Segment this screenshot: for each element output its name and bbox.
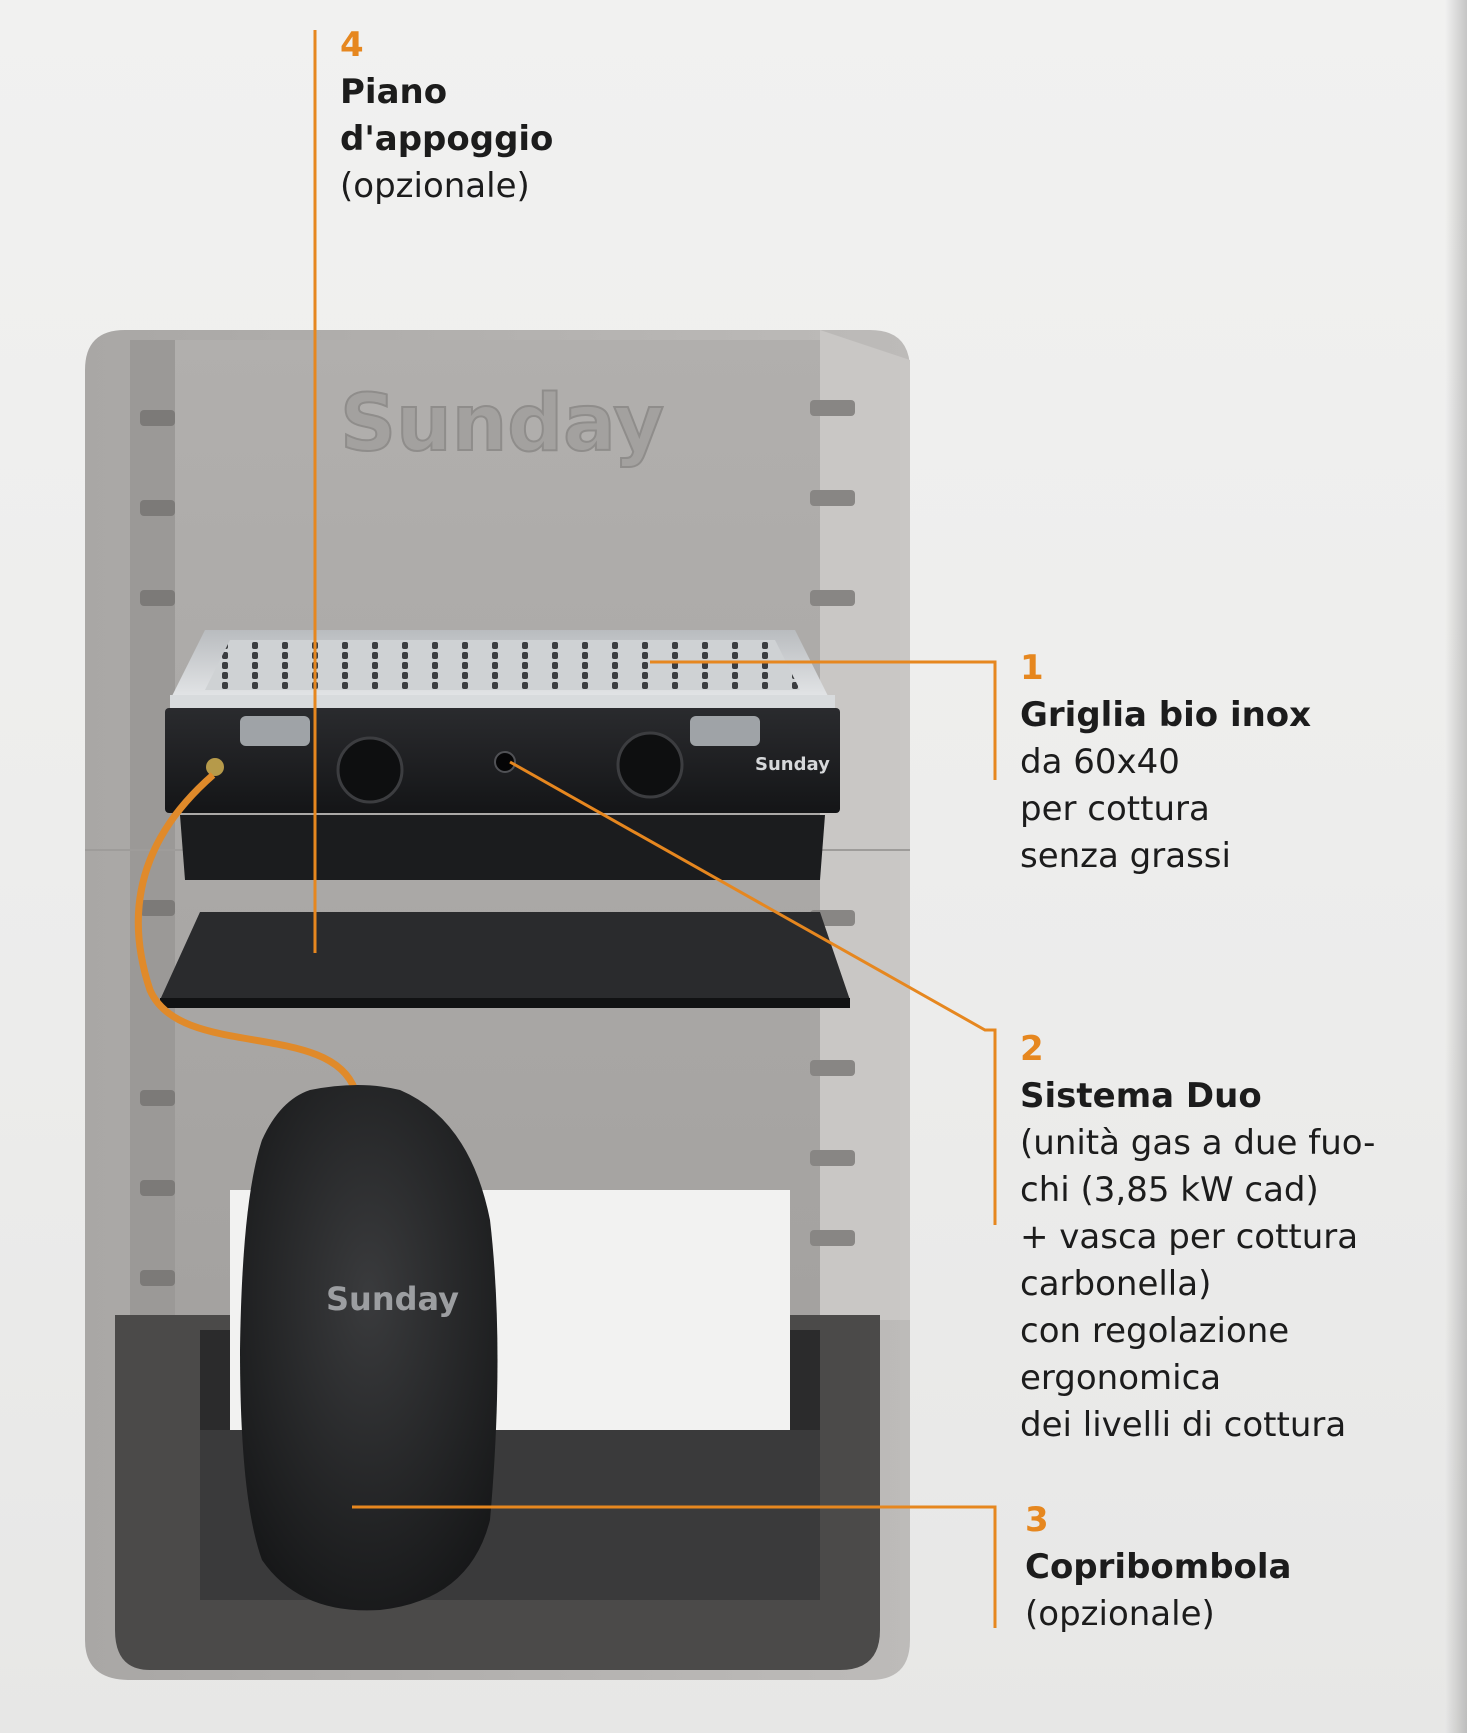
callout-text: per cottura <box>1020 789 1210 829</box>
callout-title: Piano <box>340 72 448 112</box>
cylinder-cover-bag <box>240 1085 498 1611</box>
callout-title: Copribombola <box>1025 1547 1292 1587</box>
callout-title: Sistema Duo <box>1020 1076 1262 1116</box>
callout-text: da 60x40 <box>1020 742 1180 782</box>
gas-hose <box>134 772 359 1092</box>
callout-title: Griglia bio inox <box>1020 695 1312 735</box>
wall-logo: Sunday <box>340 379 664 469</box>
right-rail-slots <box>810 400 855 1246</box>
gas-connector <box>206 758 224 776</box>
right-handle <box>690 716 760 746</box>
leader-line-1 <box>650 660 997 780</box>
callout-title: d'appoggio <box>340 119 554 159</box>
leader-line-2 <box>509 760 997 1225</box>
callout-text: con regolazione <box>1020 1311 1290 1351</box>
leader-line-3 <box>352 1505 997 1628</box>
callout-duo-system: 2 Sistema Duo (unità gas a due fuo- chi … <box>1020 1026 1375 1449</box>
left-rail-slots <box>140 410 175 1286</box>
callout-cylinder-cover: 3 Copribombola (opzionale) <box>1025 1497 1292 1638</box>
support-shelf <box>160 912 850 1000</box>
callout-text: (opzionale) <box>1025 1594 1215 1634</box>
callout-text: carbonella) <box>1020 1264 1212 1304</box>
callout-text: (opzionale) <box>340 166 530 206</box>
callout-number: 2 <box>1020 1029 1044 1069</box>
callout-text: (unità gas a due fuo- <box>1020 1123 1376 1163</box>
callout-shelf: 4 Piano d'appoggio (opzionale) <box>340 22 553 210</box>
igniter-button <box>494 751 516 773</box>
page-edge-shadow <box>1445 0 1467 1733</box>
cover-logo: Sunday <box>326 1280 459 1318</box>
charcoal-tray <box>180 815 825 880</box>
callout-text: chi (3,85 kW cad) <box>1020 1170 1319 1210</box>
callout-number: 1 <box>1020 648 1044 688</box>
right-knob <box>616 731 684 799</box>
left-knob <box>336 736 404 804</box>
left-handle <box>240 716 310 746</box>
callout-text: ergonomica <box>1020 1358 1222 1398</box>
callout-text: + vasca per cottura <box>1020 1217 1359 1257</box>
callout-text: senza grassi <box>1020 836 1231 876</box>
callout-number: 4 <box>340 25 364 65</box>
callout-grill: 1 Griglia bio inox da 60x40 per cottura … <box>1020 645 1311 880</box>
callout-text: dei livelli di cottura <box>1020 1405 1347 1445</box>
callout-leader-lines <box>313 30 997 1628</box>
callout-number: 3 <box>1025 1500 1049 1540</box>
burner-logo: Sunday <box>755 754 830 775</box>
